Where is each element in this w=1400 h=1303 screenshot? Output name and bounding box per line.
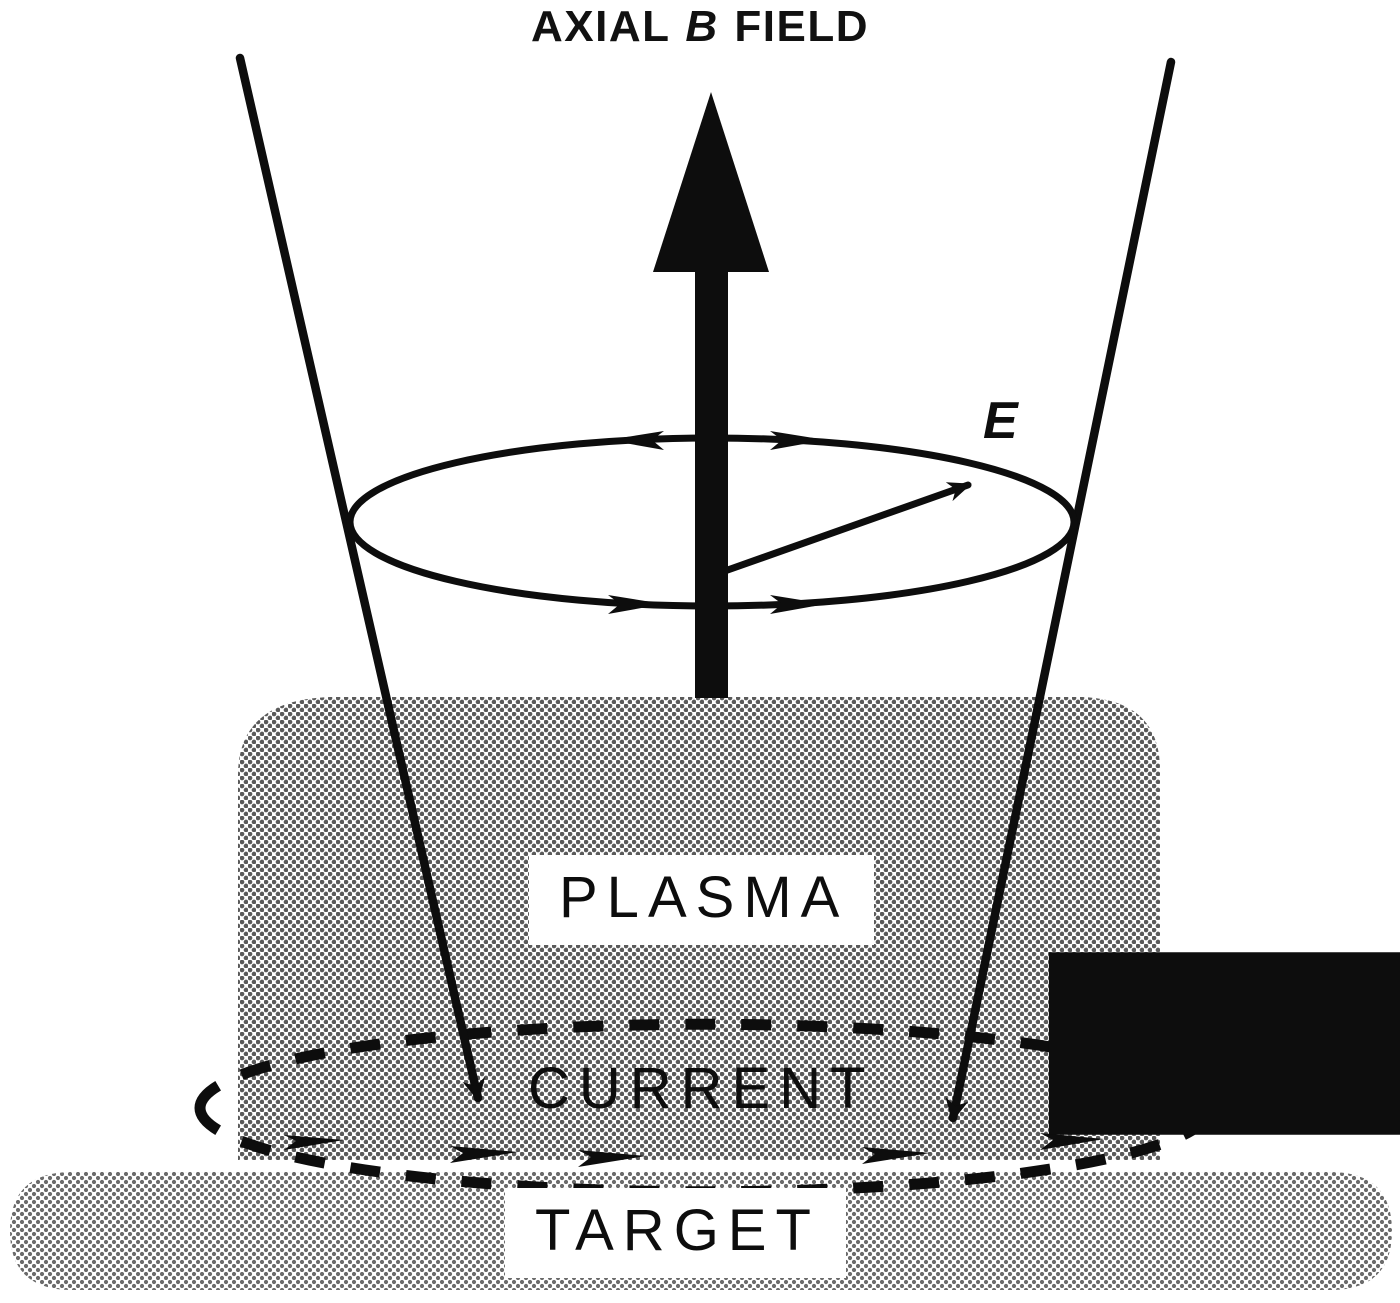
plasma-label: PLASMA (529, 855, 875, 945)
title-italic-b: B (685, 2, 719, 51)
right-magnetic-field-line (945, 57, 1176, 1123)
magnetic-field-lines (235, 53, 1176, 1123)
title-suffix: FIELD (720, 2, 870, 51)
e-field-direction-arrows (608, 431, 826, 614)
page-title: AXIAL B FIELD (0, 2, 1400, 52)
current-label: CURRENT (528, 1056, 875, 1121)
current-direction-arrows (284, 1133, 1104, 1167)
e-field-label: E (983, 392, 1018, 450)
title-prefix: AXIAL (530, 2, 684, 51)
target-label: TARGET (505, 1188, 846, 1278)
radius-vector (718, 481, 972, 576)
axial-b-field-arrow (653, 92, 769, 698)
left-magnetic-field-line (235, 53, 485, 1103)
e-field-vector-arrow (988, 392, 1400, 1135)
